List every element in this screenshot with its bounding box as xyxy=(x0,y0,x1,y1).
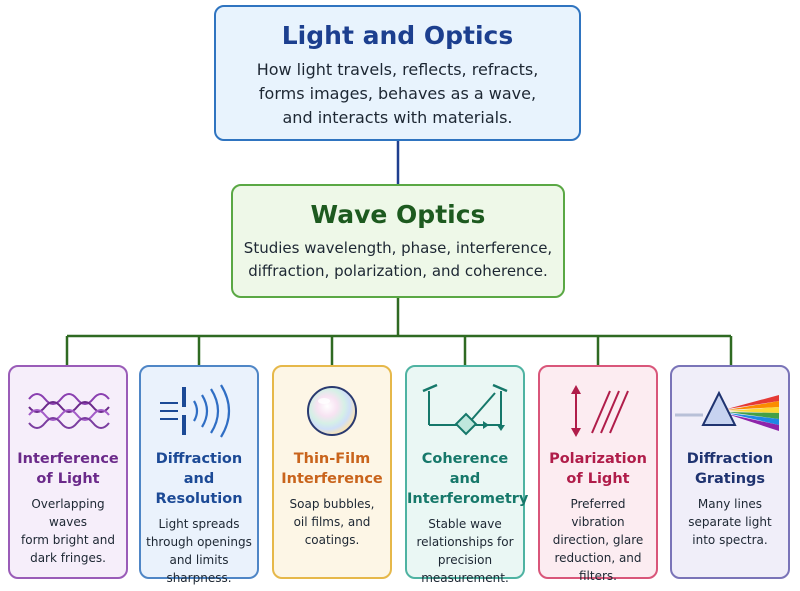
card-title: Coherence and Interferometry xyxy=(407,449,529,509)
card-title-line: Resolution xyxy=(155,491,243,507)
card-desc-line: Light spreads xyxy=(158,517,240,531)
wave-optics-description: Studies wavelength, phase, interference,… xyxy=(233,237,563,283)
card-desc-line: Stable wave xyxy=(428,517,502,531)
card-title-line: of Light xyxy=(36,471,100,487)
card-desc-line: relationships for xyxy=(416,535,514,549)
card-desc-line: Soap bubbles, xyxy=(289,497,375,511)
soap-bubble-icon xyxy=(274,375,390,447)
card-title-line: Interference xyxy=(281,471,383,487)
card-title: Diffraction Gratings xyxy=(672,449,788,489)
wave-optics-title: Wave Optics xyxy=(310,200,486,229)
wave-interference-icon xyxy=(10,375,126,447)
card-title-line: of Light xyxy=(566,471,630,487)
card-desc-line: oil films, and xyxy=(293,515,371,529)
card-desc-line: into spectra. xyxy=(692,533,768,547)
polarization-icon xyxy=(540,375,656,447)
card-description: Many lines separate light into spectra. xyxy=(672,495,788,549)
card-title-line: Gratings xyxy=(694,471,766,487)
card-title-line: Interferometry xyxy=(407,491,529,507)
root-title: Light and Optics xyxy=(281,21,514,50)
card-title: Polarization of Light xyxy=(540,449,656,489)
card-desc-line: Many lines xyxy=(697,497,763,511)
card-desc-line: separate light xyxy=(688,515,772,529)
card-title-line: Interference xyxy=(17,451,119,467)
card-desc-line: sharpness. xyxy=(166,571,232,585)
card-description: Soap bubbles, oil films, and coatings. xyxy=(274,495,390,549)
card-title-line: Thin-Film xyxy=(293,451,371,467)
card-title: Interference of Light xyxy=(10,449,126,489)
card-desc-line: measurement. xyxy=(421,571,509,585)
card-diffraction-resolution: Diffraction and Resolution Light spreads… xyxy=(139,365,259,585)
wave-optics-node: Wave Optics Studies wavelength, phase, i… xyxy=(231,184,565,298)
card-title-line: Diffraction xyxy=(686,451,774,467)
card-desc-line: direction, glare xyxy=(552,533,644,547)
card-desc-line: and limits xyxy=(169,553,229,567)
card-title-line: Diffraction and xyxy=(155,451,243,487)
card-description: Light spreads through openings and limit… xyxy=(141,515,257,587)
root-node: Light and Optics How light travels, refl… xyxy=(214,5,581,141)
root-desc-line: How light travels, reflects, refracts, xyxy=(256,60,539,79)
card-title: Thin-Film Interference xyxy=(274,449,390,489)
card-desc-line: dark fringes. xyxy=(30,551,106,565)
card-desc-line: Overlapping waves xyxy=(31,497,105,529)
card-description: Overlapping waves form bright and dark f… xyxy=(10,495,126,567)
root-desc-line: and interacts with materials. xyxy=(282,108,513,127)
card-interference: Interference of Light Overlapping waves … xyxy=(8,365,128,579)
wave-optics-desc-line: Studies wavelength, phase, interference, xyxy=(243,239,553,257)
card-desc-line: filters. xyxy=(579,569,617,583)
card-desc-line: through openings xyxy=(146,535,252,549)
root-description: How light travels, reflects, refracts, f… xyxy=(216,58,579,130)
prism-spectrum-icon xyxy=(672,375,788,447)
card-description: Stable wave relationships for precision … xyxy=(407,515,523,587)
slit-diffraction-icon xyxy=(141,375,257,447)
card-polarization: Polarization of Light Preferred vibratio… xyxy=(538,365,658,583)
card-thin-film: Thin-Film Interference Soap bubbles, oil… xyxy=(272,365,392,579)
card-desc-line: coatings. xyxy=(304,533,360,547)
card-title-line: Polarization xyxy=(549,451,647,467)
card-desc-line: Preferred vibration xyxy=(570,497,626,529)
card-desc-line: form bright and xyxy=(21,533,115,547)
card-diffraction-gratings: Diffraction Gratings Many lines separate… xyxy=(670,365,790,579)
card-desc-line: reduction, and xyxy=(554,551,642,565)
interferometer-icon xyxy=(407,375,523,447)
root-desc-line: forms images, behaves as a wave, xyxy=(258,84,537,103)
card-description: Preferred vibration direction, glare red… xyxy=(540,495,656,585)
card-coherence: Coherence and Interferometry Stable wave… xyxy=(405,365,529,585)
card-desc-line: precision xyxy=(437,553,493,567)
card-title: Diffraction and Resolution xyxy=(141,449,257,509)
wave-optics-desc-line: diffraction, polarization, and coherence… xyxy=(248,262,548,280)
card-title-line: Coherence and xyxy=(421,451,509,487)
